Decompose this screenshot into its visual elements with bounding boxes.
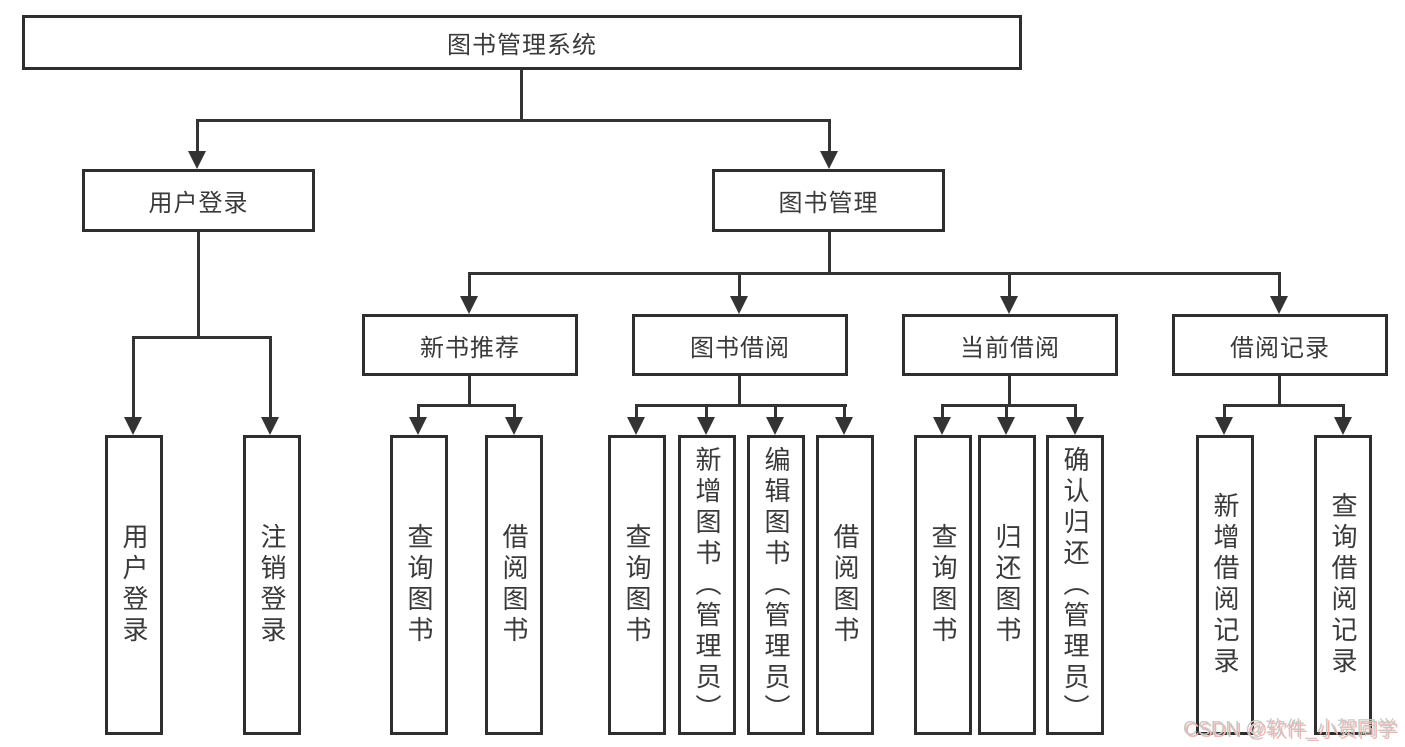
connector-line bbox=[828, 119, 831, 152]
leaf-label: 新增图书（管理员） bbox=[692, 445, 722, 725]
connector-line bbox=[774, 404, 777, 418]
connector-line bbox=[1278, 376, 1281, 407]
leaf-query-books-borrowing: 查询图书 bbox=[608, 435, 666, 735]
connector-line bbox=[828, 232, 831, 272]
node-label: 用户登录 bbox=[148, 190, 249, 217]
leaf-add-borrow-record: 新增借阅记录 bbox=[1196, 435, 1254, 735]
node-label: 图书管理系统 bbox=[447, 32, 597, 59]
node-new-book-recommendation: 新书推荐 bbox=[362, 314, 578, 376]
connector-line bbox=[417, 404, 420, 418]
connector-line bbox=[269, 336, 272, 417]
leaf-label: 查询图书 bbox=[928, 523, 958, 647]
leaf-label: 借阅图书 bbox=[830, 523, 860, 647]
connector-line bbox=[417, 404, 516, 407]
connector-arrow bbox=[820, 151, 838, 169]
leaf-confirm-return-admin: 确认归还（管理员） bbox=[1046, 435, 1104, 735]
leaf-borrow-books-borrowing: 借阅图书 bbox=[816, 435, 874, 735]
node-label: 借阅记录 bbox=[1230, 334, 1330, 362]
connector-arrow bbox=[505, 417, 523, 435]
leaf-logout: 注销登录 bbox=[243, 435, 301, 735]
connector-line bbox=[520, 70, 523, 119]
connector-arrow bbox=[1270, 296, 1288, 314]
leaf-label: 查询图书 bbox=[404, 523, 434, 647]
leaf-return-books: 归还图书 bbox=[978, 435, 1036, 735]
leaf-label: 借阅图书 bbox=[499, 523, 529, 647]
connector-line bbox=[1074, 404, 1077, 418]
connector-line bbox=[1005, 404, 1008, 418]
connector-line bbox=[197, 232, 200, 336]
leaf-label: 查询图书 bbox=[622, 523, 652, 647]
csdn-watermark: CSDN @软件_小贺同学 bbox=[1183, 718, 1397, 740]
leaf-add-book-admin: 新增图书（管理员） bbox=[678, 435, 736, 735]
connector-line bbox=[635, 404, 638, 418]
leaf-edit-book-admin: 编辑图书（管理员） bbox=[747, 435, 805, 735]
connector-line bbox=[843, 404, 846, 418]
connector-arrow bbox=[697, 417, 715, 435]
node-library-management-system: 图书管理系统 bbox=[22, 15, 1022, 70]
connector-line bbox=[635, 404, 847, 407]
leaf-borrow-books-recommendation: 借阅图书 bbox=[485, 435, 543, 735]
connector-line bbox=[1008, 376, 1011, 407]
leaf-label: 归还图书 bbox=[992, 523, 1022, 647]
connector-line bbox=[1278, 272, 1281, 296]
connector-arrow bbox=[1334, 417, 1352, 435]
connector-line bbox=[513, 404, 516, 418]
connector-line bbox=[468, 376, 471, 407]
connector-line bbox=[132, 336, 135, 417]
connector-arrow bbox=[730, 296, 748, 314]
connector-arrow bbox=[1066, 417, 1084, 435]
connector-line bbox=[941, 404, 944, 418]
leaf-query-borrow-record: 查询借阅记录 bbox=[1314, 435, 1372, 735]
connector-arrow bbox=[766, 417, 784, 435]
node-label: 图书借阅 bbox=[690, 334, 790, 362]
node-label: 新书推荐 bbox=[420, 334, 520, 362]
connector-line bbox=[738, 272, 741, 296]
connector-arrow bbox=[124, 417, 142, 435]
leaf-user-login: 用户登录 bbox=[105, 435, 163, 735]
node-label: 当前借阅 bbox=[960, 334, 1060, 362]
connector-line bbox=[1223, 404, 1345, 407]
connector-arrow bbox=[1215, 417, 1233, 435]
connector-arrow bbox=[835, 417, 853, 435]
leaf-label: 编辑图书（管理员） bbox=[761, 445, 791, 725]
connector-line bbox=[738, 376, 741, 407]
connector-line bbox=[196, 119, 831, 122]
connector-arrow bbox=[409, 417, 427, 435]
node-current-borrowing: 当前借阅 bbox=[902, 314, 1118, 376]
connector-line bbox=[132, 336, 272, 339]
leaf-label: 确认归还（管理员） bbox=[1060, 445, 1090, 725]
connector-line bbox=[1223, 404, 1226, 418]
connector-arrow bbox=[627, 417, 645, 435]
connector-line bbox=[705, 404, 708, 418]
connector-arrow bbox=[933, 417, 951, 435]
node-borrowing-records: 借阅记录 bbox=[1172, 314, 1388, 376]
leaf-label: 注销登录 bbox=[257, 523, 287, 647]
connector-arrow bbox=[1000, 296, 1018, 314]
node-label: 图书管理 bbox=[778, 190, 879, 217]
leaf-query-books-recommendation: 查询图书 bbox=[390, 435, 448, 735]
connector-line bbox=[468, 272, 1281, 275]
connector-line bbox=[941, 404, 1077, 407]
leaf-label: 新增借阅记录 bbox=[1210, 492, 1240, 678]
node-book-management: 图书管理 bbox=[712, 169, 945, 232]
connector-line bbox=[196, 119, 199, 152]
node-book-borrowing: 图书借阅 bbox=[632, 314, 848, 376]
leaf-label: 用户登录 bbox=[119, 523, 149, 647]
node-user-login: 用户登录 bbox=[82, 169, 315, 232]
leaf-label: 查询借阅记录 bbox=[1328, 492, 1358, 678]
connector-arrow bbox=[261, 417, 279, 435]
connector-arrow bbox=[460, 296, 478, 314]
connector-arrow bbox=[188, 151, 206, 169]
connector-line bbox=[1008, 272, 1011, 296]
connector-arrow bbox=[997, 417, 1015, 435]
connector-line bbox=[468, 272, 471, 296]
connector-line bbox=[1342, 404, 1345, 418]
leaf-query-books-current: 查询图书 bbox=[914, 435, 972, 735]
